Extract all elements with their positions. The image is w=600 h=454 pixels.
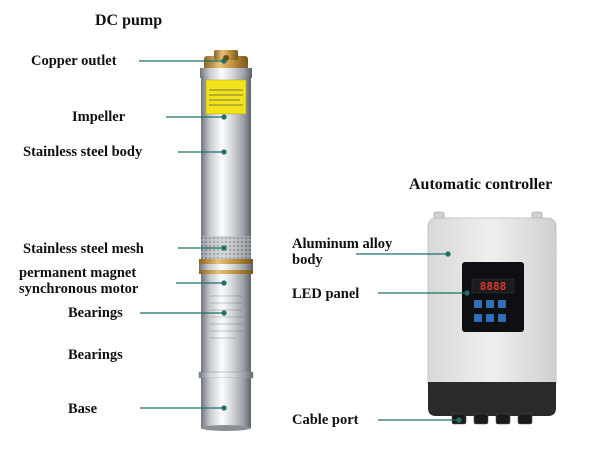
pump-title: DC pump [95, 12, 163, 29]
label-stainless-body: Stainless steel body [23, 144, 143, 160]
warning-label-graphic [205, 79, 247, 115]
controller-illustration: 8888 [427, 211, 557, 425]
motor-nameplate-graphic [210, 295, 242, 339]
label-motor-line2: synchronous motor [19, 281, 139, 297]
copper-outlet-graphic [204, 50, 248, 70]
label-aluminum-body-line2: body [292, 252, 323, 268]
label-cable-port: Cable port [292, 412, 359, 428]
label-bearings-upper: Bearings [68, 305, 123, 321]
label-led-panel: LED panel [292, 286, 360, 302]
label-impeller: Impeller [72, 109, 126, 125]
pump-leader-lines [139, 58, 227, 411]
label-stainless-mesh: Stainless steel mesh [23, 241, 144, 257]
label-bearings-lower: Bearings [68, 347, 123, 363]
base-graphic [201, 378, 251, 428]
led-buttons [474, 300, 506, 322]
controller-leader-lines [356, 251, 470, 423]
label-copper-outlet: Copper outlet [31, 53, 117, 69]
top-collar-graphic [200, 68, 252, 78]
label-base: Base [68, 401, 97, 417]
brass-ring-graphic [199, 259, 253, 264]
label-aluminum-body-line1: Aluminum alloy [292, 236, 393, 252]
led-digits: 8888 [480, 280, 507, 293]
controller-title: Automatic controller [409, 176, 553, 193]
label-motor-line1: permanent magnet [19, 265, 137, 281]
controller-base-graphic [428, 382, 556, 416]
pump-illustration [198, 50, 254, 431]
